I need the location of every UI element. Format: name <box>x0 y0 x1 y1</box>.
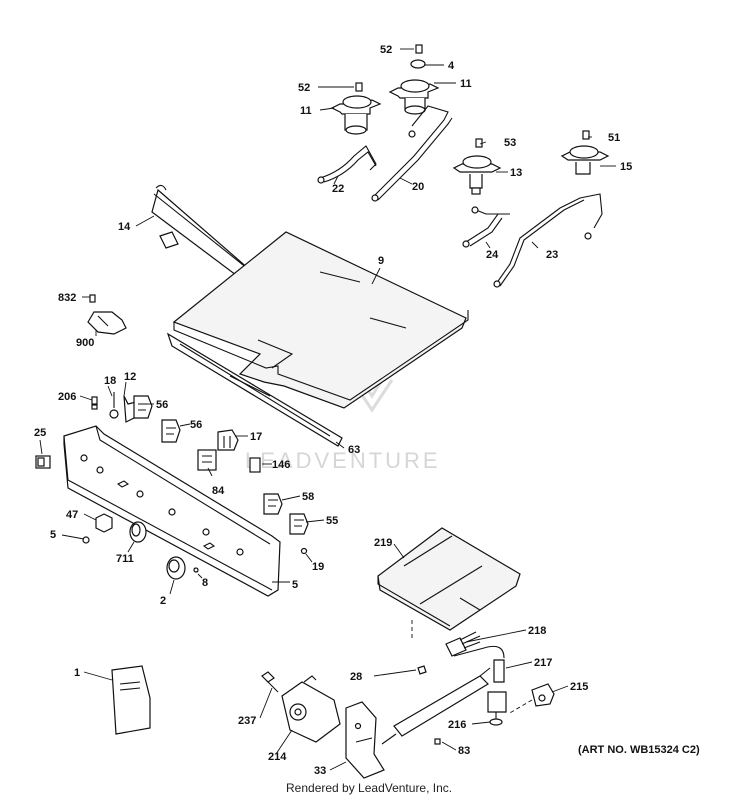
callout-84: 84 <box>212 485 225 497</box>
washer-216 <box>489 718 503 726</box>
callout-56: 56 <box>190 419 202 431</box>
callout-214: 214 <box>268 751 287 763</box>
rendered-by-credit: Rendered by LeadVenture, Inc. <box>286 781 452 795</box>
control-panel-5 <box>63 425 281 597</box>
burner-tube-24 <box>462 206 510 248</box>
gas-regulator-214 <box>281 675 341 743</box>
surface-burner-13 <box>452 155 502 195</box>
callout-28: 28 <box>350 671 362 683</box>
callout-labels: 52 4 52 11 11 53 51 13 15 22 20 14 24 23… <box>34 44 632 777</box>
screw-28 <box>417 665 427 675</box>
valve-switch-58 <box>263 493 283 515</box>
surface-burner-11-right <box>388 79 440 115</box>
connector-146 <box>249 457 261 473</box>
callout-51: 51 <box>608 132 620 144</box>
callout-63: 63 <box>348 444 360 456</box>
screw-83 <box>434 738 441 745</box>
screw-8 <box>193 567 199 573</box>
callout-15: 15 <box>620 161 632 173</box>
knob-2 <box>166 556 186 580</box>
gas-tube-assembly <box>381 667 491 745</box>
screw-5a <box>82 536 90 544</box>
callout-13: 13 <box>510 167 522 179</box>
burner-cap-4 <box>410 59 426 69</box>
bracket-900 <box>87 311 127 335</box>
callout-19: 19 <box>312 561 324 573</box>
screw-53 <box>475 138 483 148</box>
label-84 <box>197 449 217 471</box>
callout-219: 219 <box>374 537 392 549</box>
callout-58: 58 <box>302 491 314 503</box>
callout-17: 17 <box>250 431 262 443</box>
valve-switch-56-lower <box>161 419 181 443</box>
callout-237: 237 <box>238 715 256 727</box>
leader-lines <box>39 48 616 771</box>
screw-52b <box>355 82 363 92</box>
callout-832: 832 <box>58 292 76 304</box>
callout-5: 5 <box>50 529 56 541</box>
callout-20: 20 <box>412 181 424 193</box>
callout-22: 22 <box>332 183 344 195</box>
callout-33: 33 <box>314 765 326 777</box>
callout-83: 83 <box>458 745 470 757</box>
clip-47 <box>95 513 113 533</box>
callout-25: 25 <box>34 427 46 439</box>
burner-tube-20 <box>371 105 453 202</box>
burner-tube-22 <box>317 145 377 184</box>
callout-11: 11 <box>460 78 472 90</box>
callout-711: 711 <box>116 553 134 565</box>
callout-56: 56 <box>156 399 168 411</box>
tube-237 <box>261 671 279 693</box>
surface-burner-11-left <box>330 95 382 135</box>
owner-manual-1 <box>111 665 151 735</box>
callout-5: 5 <box>292 579 298 591</box>
heat-shield-219 <box>377 527 521 640</box>
callout-1: 1 <box>74 667 80 679</box>
bracket-33 <box>345 701 385 779</box>
knob-711 <box>129 521 147 543</box>
switch-25 <box>35 455 51 469</box>
callout-216: 216 <box>448 719 466 731</box>
callout-206: 206 <box>58 391 76 403</box>
callout-24: 24 <box>486 249 499 261</box>
callout-9: 9 <box>378 255 384 267</box>
callout-52: 52 <box>298 82 310 94</box>
valve-switch-56-upper <box>133 395 153 419</box>
burner-head-52a-screw <box>415 44 423 54</box>
callout-55: 55 <box>326 515 338 527</box>
callout-218: 218 <box>528 625 546 637</box>
callout-47: 47 <box>66 509 78 521</box>
support-rail-63 <box>166 332 343 447</box>
ignition-switch-17 <box>217 429 239 451</box>
callout-11: 11 <box>300 105 312 117</box>
part-18 <box>109 392 119 419</box>
bracket-215 <box>507 683 555 715</box>
callout-14: 14 <box>118 221 131 233</box>
art-number: (ART NO. WB15324 C2) <box>578 744 700 756</box>
screw-19 <box>300 547 308 555</box>
screw-206 <box>91 396 98 410</box>
callout-215: 215 <box>570 681 588 693</box>
surface-burner-15 <box>560 145 610 175</box>
valve-switch-55 <box>289 513 309 535</box>
callout-53: 53 <box>504 137 516 149</box>
watermark-text: LEADVENTURE <box>245 448 441 473</box>
wire-harness-218 <box>445 631 505 659</box>
igniter-217 <box>487 659 507 724</box>
callout-8: 8 <box>202 577 208 589</box>
burner-tube-23 <box>493 193 603 288</box>
screw-832 <box>89 294 96 303</box>
callout-18: 18 <box>104 375 116 387</box>
screw-51 <box>582 130 590 140</box>
callout-12: 12 <box>124 371 136 383</box>
callout-52: 52 <box>380 44 392 56</box>
callout-900: 900 <box>76 337 94 349</box>
callout-4: 4 <box>448 60 455 72</box>
callout-23: 23 <box>546 249 558 261</box>
callout-2: 2 <box>160 595 166 607</box>
callout-217: 217 <box>534 657 552 669</box>
callout-146: 146 <box>272 459 290 471</box>
